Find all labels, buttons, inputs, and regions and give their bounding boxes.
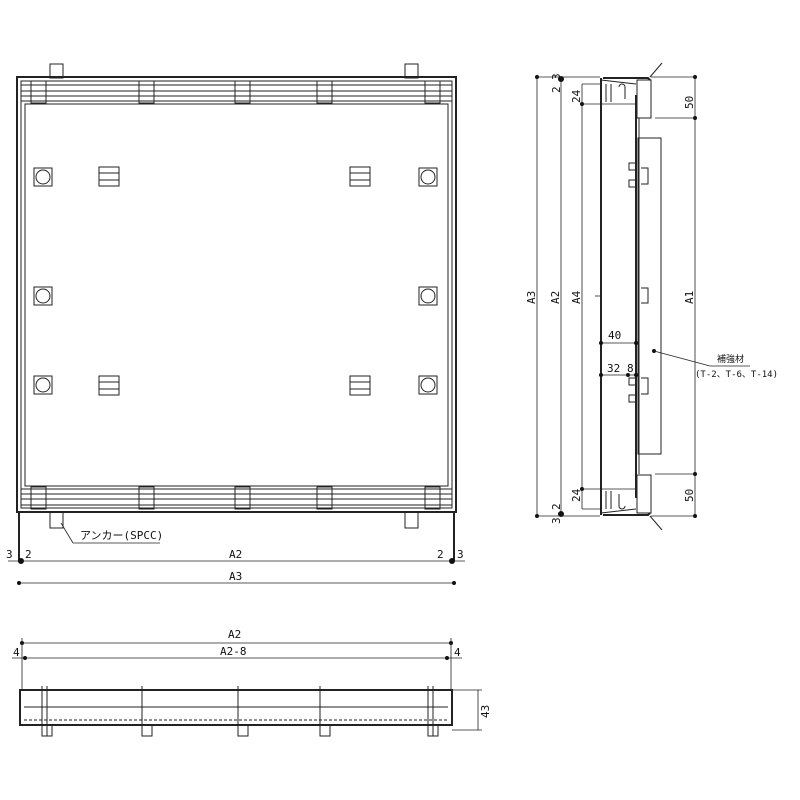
elev-dim-43: 43 [479, 705, 492, 718]
dim-a2: A2 [549, 291, 562, 304]
dim-a4: A4 [570, 290, 583, 304]
elev-dim-a2-8: A2-8 [220, 645, 247, 658]
section-body [600, 62, 663, 531]
elevation-view: A2 A2-8 4 4 43 [12, 628, 492, 737]
dim-a2-label: A2 [229, 548, 242, 561]
dim-top-3: 3 [550, 73, 563, 80]
anchor-leader [60, 522, 74, 544]
elev-dim-right-4: 4 [454, 646, 461, 659]
plan-view: アンカー(SPCC) 3 2 2 3 A2 A3 [6, 63, 465, 585]
reinforcement-label: 補強材 [717, 353, 744, 365]
dim-left-inner: 2 [25, 548, 32, 561]
dim-8: 8 [627, 362, 634, 375]
dim-top-2: 2 [550, 86, 563, 93]
anchor-stud [404, 63, 419, 79]
dim-bottom-24: 24 [570, 488, 583, 502]
slot-plates [98, 166, 371, 396]
dim-a3-label: A3 [229, 570, 242, 583]
dim-32: 32 [607, 362, 620, 375]
dim-right-inner: 2 [437, 548, 444, 561]
bottom-grating-bars [21, 488, 452, 506]
plan-outer-frame [16, 76, 457, 513]
anchor-label: アンカー(SPCC) [80, 529, 163, 542]
bar-clips [30, 80, 441, 510]
anchor-stud [49, 511, 64, 529]
dim-bottom-2: 2 [550, 503, 563, 510]
plan-inner-frame [20, 80, 453, 509]
anchor-stud [49, 63, 64, 79]
cover-plate [24, 103, 449, 487]
dim-a3: A3 [525, 291, 538, 304]
dim-left-outer: 3 [6, 548, 13, 561]
dim-40: 40 [608, 329, 621, 342]
lifting-holes [33, 167, 438, 395]
dim-bottom-3: 3 [550, 517, 563, 524]
anchor-hooks [41, 686, 439, 737]
frame-elevation [19, 689, 453, 726]
anchor-stud [404, 511, 419, 529]
dim-top-24: 24 [570, 89, 583, 103]
dim-a1: A1 [683, 291, 696, 304]
dim-right-outer: 3 [457, 548, 464, 561]
top-grating-bars [21, 84, 452, 102]
dim-top-50: 50 [683, 96, 696, 109]
elev-dim-left-4: 4 [13, 646, 20, 659]
section-view: 40 32 8 補強材 (T-2、T-6、T-14) 3 2 24 50 A3 … [525, 62, 778, 531]
reinforcement-types: (T-2、T-6、T-14) [695, 370, 778, 380]
elev-dim-a2: A2 [228, 628, 241, 641]
reinforcement-member [637, 137, 662, 455]
dim-bottom-50: 50 [683, 489, 696, 502]
